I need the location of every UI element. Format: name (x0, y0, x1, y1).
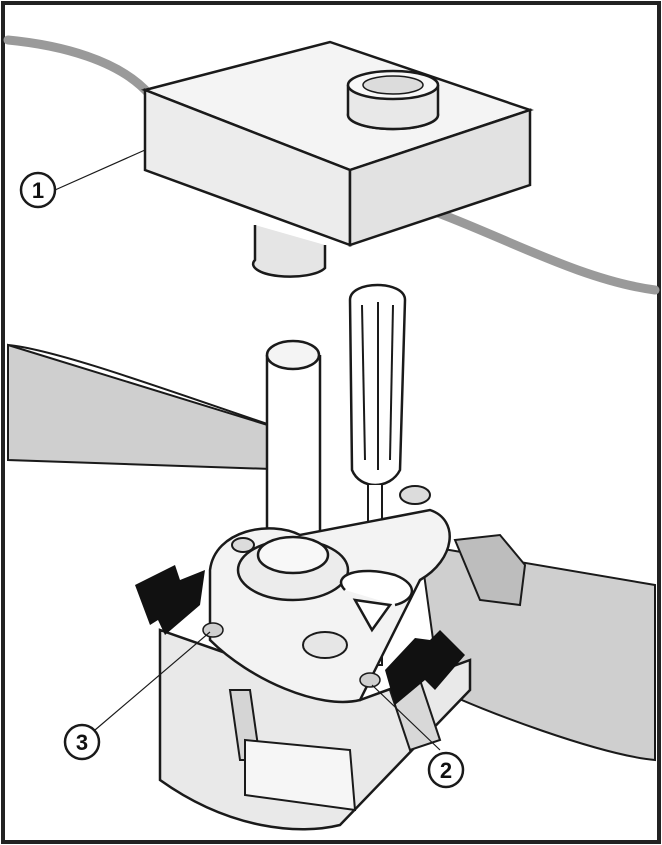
base-mount (158, 485, 472, 831)
callout-3-label: 3 (76, 730, 88, 755)
callout-1-label: 1 (32, 178, 44, 203)
sensor-block (140, 40, 534, 278)
pointer-arrow-right-icon (385, 630, 465, 705)
cable-right (425, 205, 660, 295)
leader-line-2 (371, 684, 441, 751)
callout-2: 2 (427, 751, 465, 789)
pointer-arrow-left-icon (135, 565, 205, 635)
callout-3: 3 (63, 723, 101, 761)
leader-line-3 (94, 631, 211, 731)
rotation-arrow-icon (339, 569, 414, 607)
callout-1: 1 (19, 171, 57, 209)
callout-2-label: 2 (440, 758, 452, 783)
mounting-strap-left (7, 343, 301, 472)
alignment-rod (265, 339, 322, 562)
cable-left (3, 35, 155, 100)
strap-clip (453, 533, 527, 607)
leader-line-1 (54, 149, 146, 191)
